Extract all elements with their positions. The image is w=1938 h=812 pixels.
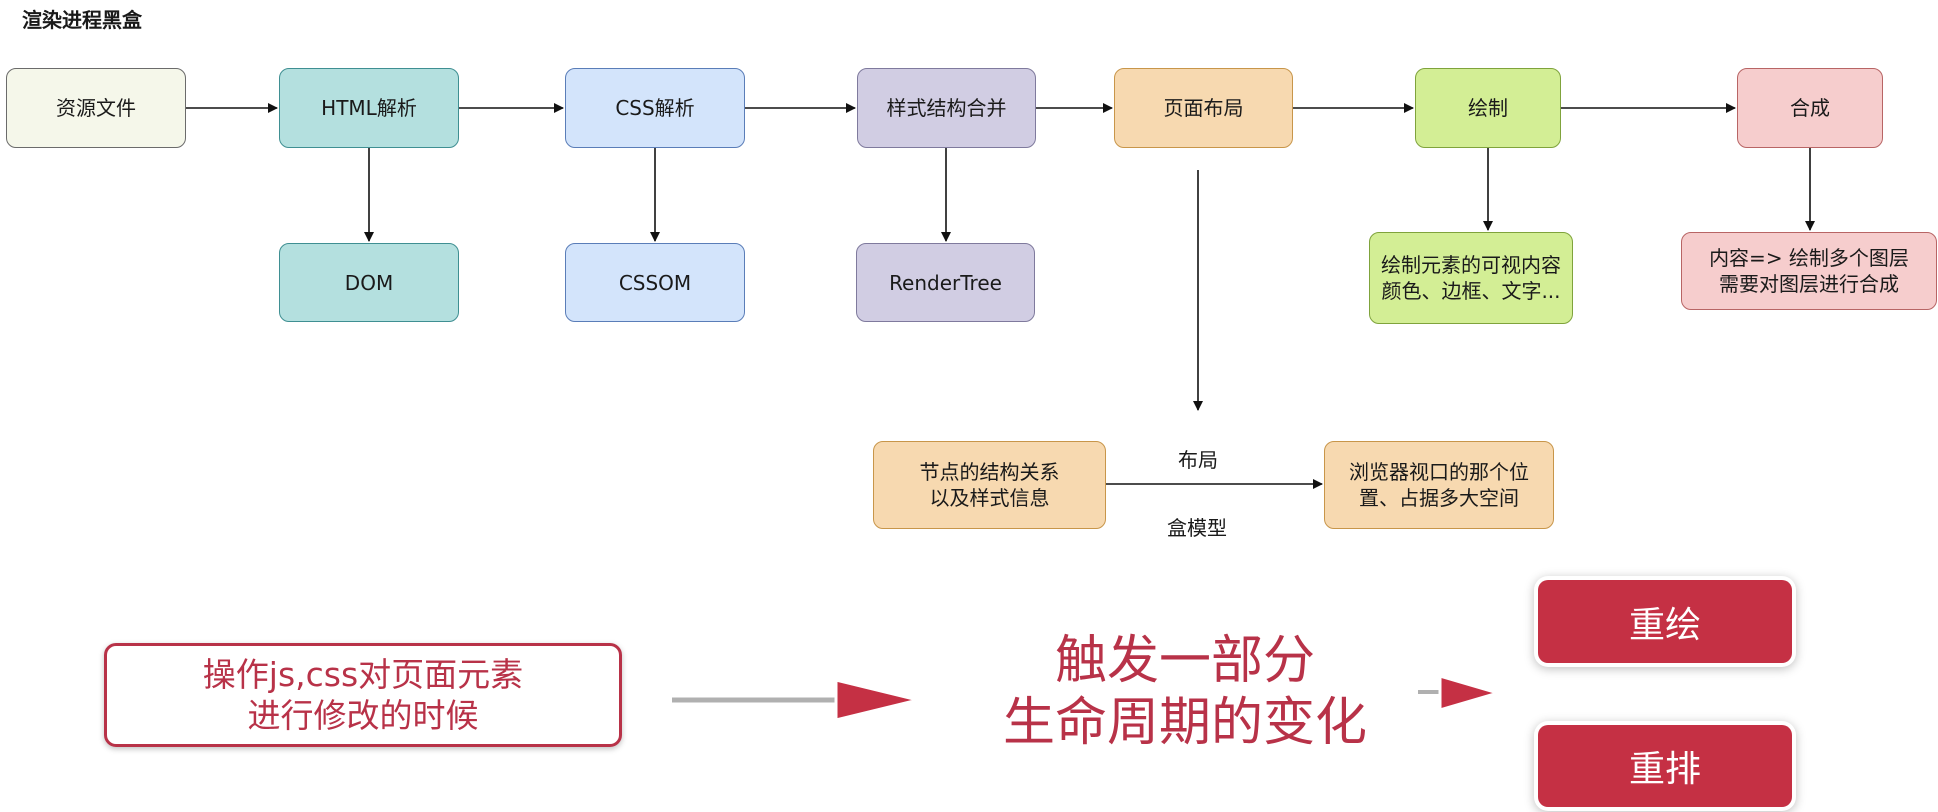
node-composite-label: 合成 bbox=[1790, 96, 1830, 120]
node-css-parse-label: CSS解析 bbox=[615, 96, 695, 120]
node-layout: 页面布局 bbox=[1114, 68, 1293, 148]
lifecycle-text: 触发一部分 生命周期的变化 bbox=[985, 630, 1385, 755]
node-style-merge: 样式结构合并 bbox=[857, 68, 1036, 148]
node-dom-label: DOM bbox=[344, 270, 394, 295]
node-paint: 绘制 bbox=[1415, 68, 1561, 148]
repaint-button[interactable]: 重绘 bbox=[1538, 580, 1792, 663]
node-render-tree-label: RenderTree bbox=[889, 270, 1002, 295]
node-css-parse: CSS解析 bbox=[565, 68, 745, 148]
node-paint-note: 绘制元素的可视内容 颜色、边框、文字... bbox=[1369, 232, 1573, 324]
node-cssom-label: CSSOM bbox=[618, 270, 692, 295]
node-layout-label: 页面布局 bbox=[1163, 96, 1244, 120]
node-html-parse-label: HTML解析 bbox=[321, 96, 417, 120]
node-composite-note: 内容=> 绘制多个图层 需要对图层进行合成 bbox=[1681, 232, 1937, 310]
node-resource-file-label: 资源文件 bbox=[56, 96, 136, 120]
edge-label-layout: 布局 bbox=[1178, 448, 1218, 472]
composite-note-line-1: 内容=> 绘制多个图层 bbox=[1709, 246, 1909, 270]
reflow-button[interactable]: 重排 bbox=[1538, 725, 1792, 807]
layout-target-line-2: 置、占据多大空间 bbox=[1359, 486, 1519, 510]
layout-source-line-1: 节点的结构关系 bbox=[919, 460, 1060, 484]
node-layout-source: 节点的结构关系 以及样式信息 bbox=[873, 441, 1106, 529]
layout-source-line-2: 以及样式信息 bbox=[929, 486, 1050, 510]
node-html-parse: HTML解析 bbox=[279, 68, 459, 148]
node-paint-label: 绘制 bbox=[1468, 96, 1508, 120]
node-layout-target: 浏览器视口的那个位 置、占据多大空间 bbox=[1324, 441, 1554, 529]
trigger-line-1: 操作js,css对页面元素 bbox=[202, 654, 524, 694]
node-dom: DOM bbox=[279, 243, 459, 322]
paint-note-line-1: 绘制元素的可视内容 bbox=[1381, 253, 1561, 277]
layout-target-line-1: 浏览器视口的那个位 bbox=[1349, 460, 1529, 484]
node-render-tree: RenderTree bbox=[856, 243, 1035, 322]
node-resource-file: 资源文件 bbox=[6, 68, 186, 148]
big-arrow-1 bbox=[672, 678, 919, 722]
node-cssom: CSSOM bbox=[565, 243, 745, 322]
lifecycle-line-1: 触发一部分 bbox=[1054, 631, 1315, 691]
trigger-box: 操作js,css对页面元素 进行修改的时候 bbox=[104, 643, 622, 747]
node-style-merge-label: 样式结构合并 bbox=[886, 96, 1007, 120]
big-arrow-2 bbox=[1418, 673, 1504, 713]
edge-label-box-model: 盒模型 bbox=[1167, 516, 1227, 540]
lifecycle-line-2: 生命周期的变化 bbox=[1002, 693, 1367, 754]
paint-note-line-2: 颜色、边框、文字... bbox=[1381, 279, 1561, 303]
trigger-line-2: 进行修改的时候 bbox=[247, 696, 479, 735]
node-composite: 合成 bbox=[1737, 68, 1883, 148]
composite-note-line-2: 需要对图层进行合成 bbox=[1719, 272, 1899, 296]
diagram-title: 渲染进程黑盒 bbox=[22, 8, 142, 32]
